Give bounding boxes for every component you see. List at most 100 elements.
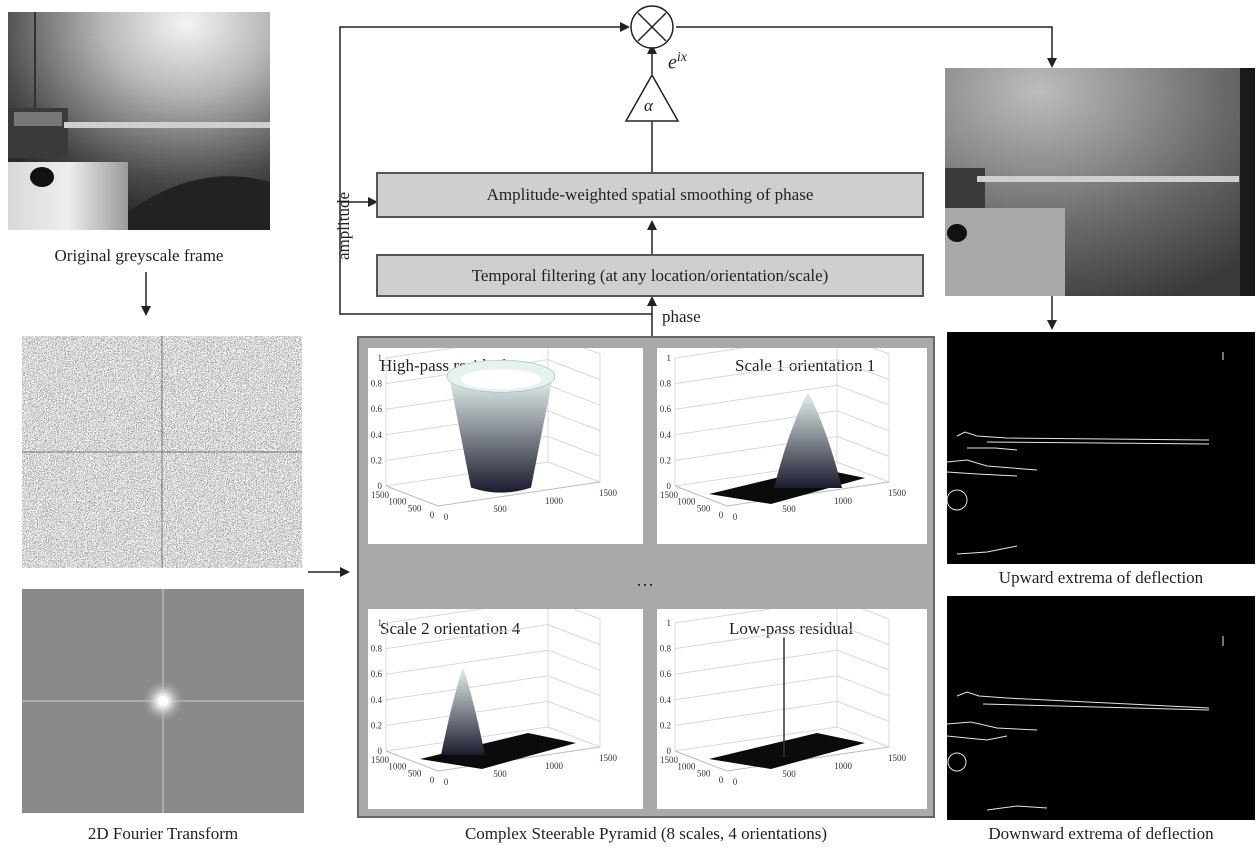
downward-edges-image: [947, 596, 1255, 820]
grid-line: [385, 609, 484, 624]
grid-line: [836, 359, 890, 381]
surface: [709, 637, 865, 769]
magnified-frame-image: [945, 68, 1255, 296]
z-tick-label: 0.8: [371, 379, 383, 389]
y-tick-label: 1500: [660, 755, 679, 765]
grid-line: [674, 384, 838, 410]
y-tick-label: 1000: [677, 762, 696, 772]
grid-line: [674, 609, 773, 624]
x-tick-label: 0: [733, 777, 738, 787]
fourier-caption: 2D Fourier Transform: [87, 824, 239, 843]
multiply-circle: [630, 5, 674, 49]
grid-line: [836, 649, 890, 671]
z-tick-label: 0.6: [660, 404, 672, 414]
surface-peak: [441, 666, 485, 755]
z-tick-label: 0: [378, 481, 383, 491]
x-tick-label: 0: [444, 777, 449, 787]
grid-line: [547, 359, 601, 381]
grid-line: [674, 700, 838, 726]
amplification-triangle: [624, 73, 680, 122]
pyramid-caption: Complex Steerable Pyramid (8 scales, 4 o…: [464, 824, 828, 843]
z-tick-label: 0.8: [660, 644, 672, 654]
phase-spectrum-image: [22, 336, 302, 568]
x-tick-label: 1000: [834, 496, 853, 506]
grid-line: [674, 649, 838, 675]
arrow-down-1: [141, 272, 151, 316]
grid-line: [547, 700, 601, 722]
z-tick-label: 1: [378, 618, 383, 628]
x-tick-label: 500: [493, 769, 507, 779]
surface-peak: [774, 391, 842, 488]
surface-inner: [461, 369, 541, 390]
floor-edge: [674, 481, 890, 507]
upward-caption: Upward extrema of deflection: [998, 568, 1204, 587]
y-tick-label: 0: [719, 510, 724, 520]
z-tick-label: 0.2: [660, 455, 671, 465]
grid-line: [547, 461, 601, 483]
x-tick-label: 1500: [599, 488, 618, 498]
grid-line: [836, 384, 890, 406]
y-tick-label: 500: [408, 503, 422, 513]
z-tick-label: 0: [378, 746, 383, 756]
y-tick-label: 1500: [371, 755, 390, 765]
grid-line: [836, 675, 890, 697]
grid-line: [674, 675, 838, 701]
x-tick-label: 1500: [888, 488, 907, 498]
x-tick-label: 1000: [545, 761, 564, 771]
surface-floor: [420, 733, 576, 769]
y-tick-label: 1500: [371, 490, 390, 500]
floor-edge: [385, 481, 601, 507]
surface: [709, 391, 865, 504]
x-tick-label: 1500: [888, 753, 907, 763]
exp-label: eix: [668, 50, 687, 74]
fourier-magnitude-image: [22, 589, 304, 813]
grid-line: [547, 649, 601, 671]
floor-edge: [674, 746, 890, 772]
grid-line: [836, 461, 890, 483]
z-tick-label: 0.2: [371, 720, 382, 730]
z-tick-label: 0.2: [660, 720, 671, 730]
grid-line: [385, 649, 549, 675]
grid-line: [861, 609, 890, 620]
x-tick-label: 1500: [599, 753, 618, 763]
grid-line: [836, 726, 890, 748]
grid-line: [547, 624, 601, 646]
z-tick-label: 0.2: [371, 455, 382, 465]
y-tick-label: 500: [697, 768, 711, 778]
grid-line: [547, 435, 601, 457]
grid-line: [385, 348, 457, 359]
z-tick-label: 1: [667, 618, 672, 628]
panel-title: Scale 2 orientation 4: [380, 619, 521, 638]
grid-line: [572, 609, 601, 620]
pyramid-ellipsis: …: [636, 570, 654, 590]
x-tick-label: 1000: [834, 761, 853, 771]
z-tick-label: 0.8: [371, 644, 383, 654]
grid-line: [583, 348, 601, 355]
grid-line: [547, 675, 601, 697]
z-tick-label: 0.6: [371, 669, 383, 679]
surface: [446, 359, 556, 493]
z-tick-label: 0.4: [371, 695, 383, 705]
grid-line: [674, 359, 838, 385]
surface: [420, 666, 576, 769]
x-tick-label: 1000: [545, 496, 564, 506]
grid-line: [385, 624, 549, 650]
z-tick-label: 0.6: [660, 669, 672, 679]
panel-title: Low-pass residual: [729, 619, 854, 638]
phase-label: phase: [662, 307, 701, 326]
grid-line: [547, 726, 601, 748]
y-tick-label: 1500: [660, 490, 679, 500]
grid-line: [872, 348, 890, 355]
original-frame-caption: Original greyscale frame: [54, 246, 224, 265]
y-tick-label: 0: [430, 510, 435, 520]
y-tick-label: 0: [430, 775, 435, 785]
z-tick-label: 0: [667, 746, 672, 756]
